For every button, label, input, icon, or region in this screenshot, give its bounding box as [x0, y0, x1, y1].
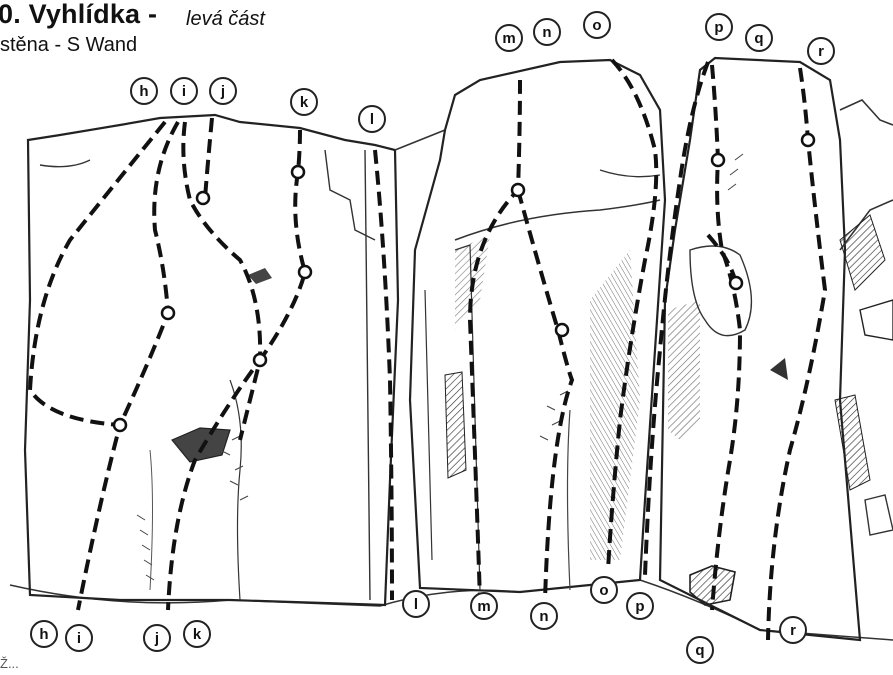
route-l-line	[375, 150, 392, 600]
route-label-j-bottom: j	[143, 624, 171, 652]
grass-mark	[222, 436, 248, 500]
route-label-r-top: r	[807, 37, 835, 65]
route-label-q-bottom: q	[686, 636, 714, 664]
route-label-h-top: h	[130, 77, 158, 105]
rock-crack	[365, 150, 370, 600]
route-label-p-top: p	[705, 13, 733, 41]
rock-crack	[150, 450, 153, 590]
wall-name: stěna - S Wand	[0, 34, 137, 57]
rock-edge	[395, 130, 445, 150]
rock-ledge	[600, 170, 660, 177]
route-label-m-top: m	[495, 24, 523, 52]
footnote: Ž...	[0, 656, 19, 671]
shaded-region	[590, 250, 640, 560]
route-i-line	[120, 122, 178, 425]
route-label-i-bottom: i	[65, 624, 93, 652]
belay-point	[730, 277, 742, 289]
rock-crack	[230, 380, 241, 600]
belay-point	[254, 354, 266, 366]
page-title: 0. Vyhlídka -	[0, 0, 157, 30]
route-label-n-bottom: n	[530, 602, 558, 630]
page-subtitle: levá část	[186, 8, 265, 31]
route-j-line	[168, 122, 260, 610]
rock-crack	[568, 410, 571, 590]
grass-mark	[728, 154, 743, 190]
shaded-block	[770, 358, 788, 380]
route-j-upper	[205, 118, 212, 198]
left-rock-tower	[25, 115, 398, 605]
route-r-line	[768, 68, 825, 640]
route-label-p-bottom: p	[626, 592, 654, 620]
rock-crack	[40, 160, 90, 167]
route-label-n-top: n	[533, 18, 561, 46]
shaded-block	[172, 428, 230, 462]
shaded-region	[835, 395, 870, 490]
shaded-region	[840, 215, 885, 290]
belay-point	[197, 192, 209, 204]
route-label-l-top: l	[358, 105, 386, 133]
rock-block	[860, 300, 893, 340]
rock-block	[865, 495, 893, 535]
route-n-line	[518, 190, 572, 600]
rock-crack	[325, 150, 375, 240]
route-label-r-bottom: r	[779, 616, 807, 644]
route-label-m-bottom: m	[470, 592, 498, 620]
route-m-line	[470, 80, 520, 600]
belay-point	[299, 266, 311, 278]
rock-crack	[425, 290, 432, 560]
belay-point	[802, 134, 814, 146]
route-lines	[30, 60, 825, 640]
route-q-line	[712, 65, 740, 610]
belay-point	[512, 184, 524, 196]
route-label-q-top: q	[745, 24, 773, 52]
shaded-region	[445, 372, 466, 478]
route-label-h-bottom: h	[30, 620, 58, 648]
belay-point	[114, 419, 126, 431]
route-label-k-top: k	[290, 88, 318, 116]
belay-point	[712, 154, 724, 166]
belay-point	[162, 307, 174, 319]
route-label-o-top: o	[583, 11, 611, 39]
belay-point	[556, 324, 568, 336]
shaded-region	[668, 300, 700, 440]
route-label-l-bottom: l	[402, 590, 430, 618]
route-label-j-top: j	[209, 77, 237, 105]
route-label-i-top: i	[170, 77, 198, 105]
rock-ledge	[455, 200, 660, 240]
belay-point	[292, 166, 304, 178]
rock-edge	[840, 100, 893, 125]
route-label-o-bottom: o	[590, 576, 618, 604]
route-label-k-bottom: k	[183, 620, 211, 648]
